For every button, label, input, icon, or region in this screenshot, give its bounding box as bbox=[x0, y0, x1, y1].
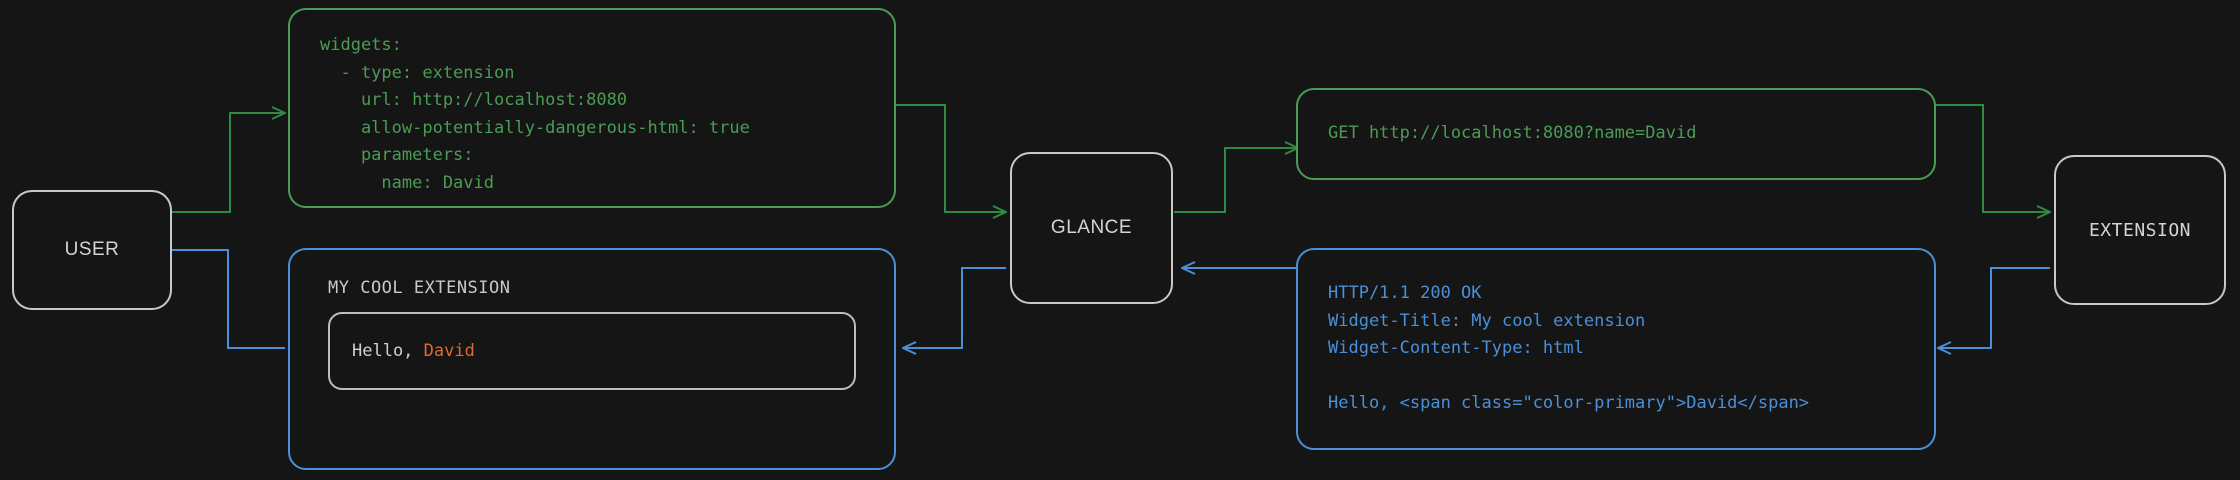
node-glance-label: GLANCE bbox=[1050, 217, 1133, 238]
node-extension[interactable]: EXTENSION bbox=[2054, 155, 2226, 305]
response-code: HTTP/1.1 200 OK Widget-Title: My cool ex… bbox=[1328, 283, 1810, 414]
wire-glance-to-widget-preview bbox=[903, 267, 1006, 348]
node-glance[interactable]: GLANCE bbox=[1010, 152, 1173, 304]
request-code: GET http://localhost:8080?name=David bbox=[1328, 123, 1697, 144]
widget-preview-title: MY COOL EXTENSION bbox=[328, 278, 511, 298]
panel-request[interactable]: GET http://localhost:8080?name=David bbox=[1296, 88, 1936, 180]
wire-config-to-glance bbox=[895, 104, 1006, 212]
widget-preview-greeting: Hello, David bbox=[352, 341, 475, 361]
panel-widget-preview[interactable]: MY COOL EXTENSION Hello, David bbox=[288, 248, 896, 470]
panel-response[interactable]: HTTP/1.1 200 OK Widget-Title: My cool ex… bbox=[1296, 248, 1936, 450]
config-code: widgets: - type: extension url: http://l… bbox=[320, 35, 750, 193]
wire-request-to-extension bbox=[1930, 104, 2050, 212]
node-user-label: USER bbox=[64, 239, 120, 260]
panel-config[interactable]: widgets: - type: extension url: http://l… bbox=[288, 8, 896, 208]
wire-extension-to-response bbox=[1938, 267, 2050, 348]
widget-preview-greeting-name: David bbox=[423, 341, 475, 361]
node-user[interactable]: USER bbox=[12, 190, 172, 310]
wire-glance-to-request bbox=[1174, 148, 1298, 213]
widget-preview-card: Hello, David bbox=[328, 312, 856, 390]
node-extension-label: EXTENSION bbox=[2088, 219, 2192, 241]
widget-preview-greeting-prefix: Hello, bbox=[352, 341, 424, 361]
